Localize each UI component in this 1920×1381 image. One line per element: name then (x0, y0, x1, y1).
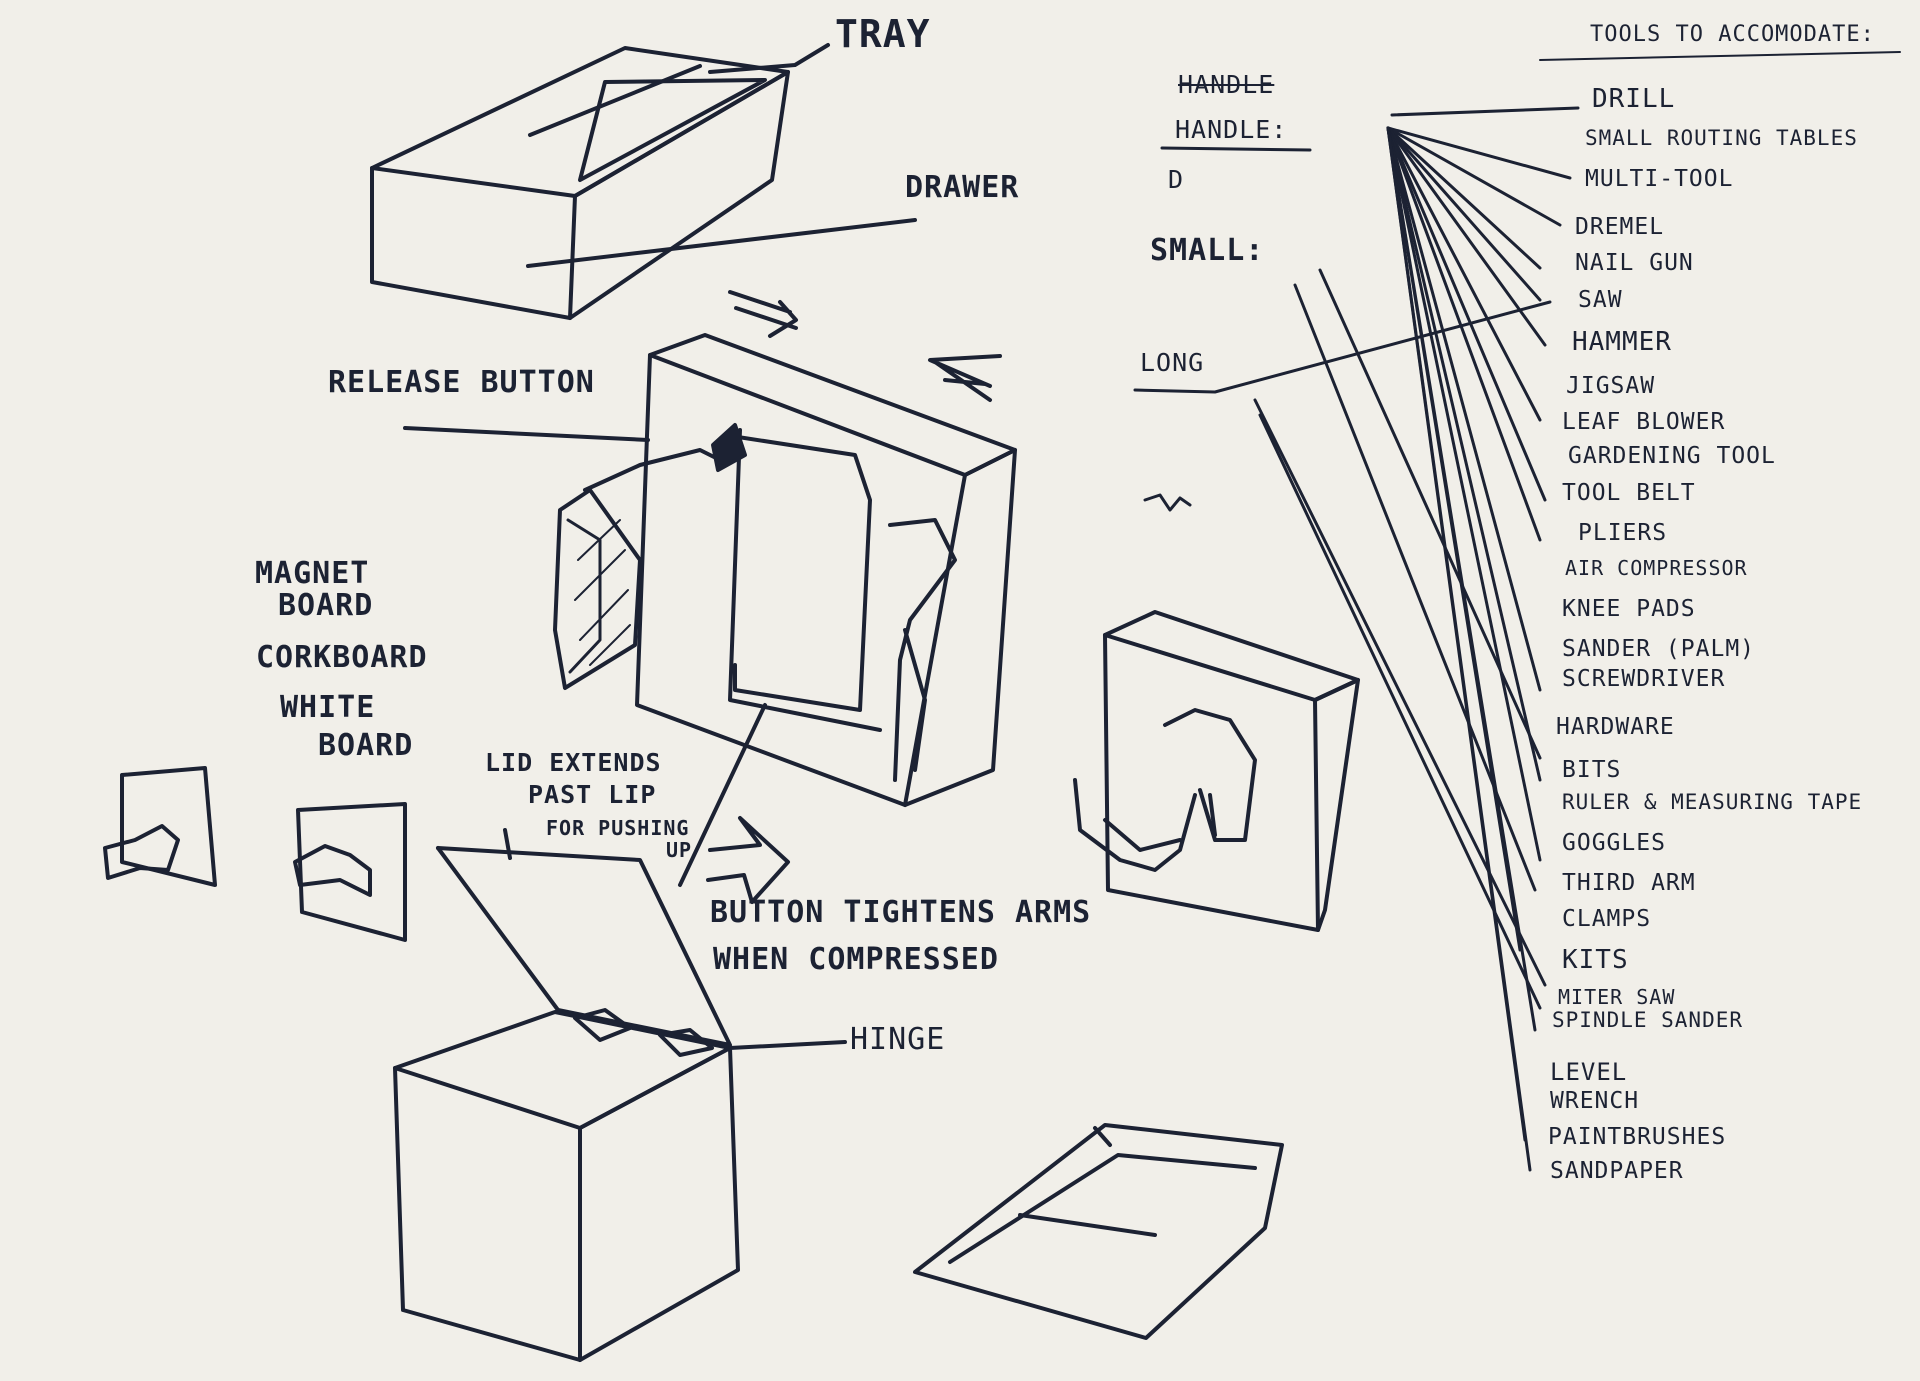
tool-item: GOGGLES (1562, 830, 1666, 856)
hook-sketch-2 (293, 802, 407, 942)
scribble-mark (1143, 493, 1192, 512)
tool-item: WRENCH (1550, 1088, 1640, 1114)
white-board-label-2: BOARD (318, 728, 414, 763)
tool-item: RULER & MEASURING TAPE (1562, 790, 1863, 814)
magnet-board-label-2: BOARD (278, 588, 374, 623)
tool-item: SMALL ROUTING TABLES (1585, 126, 1858, 150)
tray-label: TRAY (835, 12, 931, 56)
lid-note-line-4: UP (666, 838, 693, 862)
box-with-lid-sketch (393, 828, 847, 1362)
corkboard-label: CORKBOARD (256, 640, 428, 675)
button-note-line-1: BUTTON TIGHTENS ARMS (710, 895, 1092, 930)
tray-drawer-sketch (370, 43, 917, 320)
lid-note-line-1: LID EXTENDS (485, 748, 662, 777)
tool-item: SANDPAPER (1550, 1158, 1684, 1184)
tool-item: MULTI-TOOL (1585, 166, 1734, 192)
drawer-label: DRAWER (905, 170, 1020, 205)
handle-label: HANDLE: (1175, 115, 1288, 144)
flat-tray-sketch (913, 1123, 1284, 1340)
small-label: SMALL: (1150, 233, 1265, 268)
tool-item: KITS (1562, 945, 1629, 975)
magnet-board-label: MAGNET (255, 556, 370, 591)
tool-item: SAW (1578, 287, 1623, 313)
tool-item: PLIERS (1578, 520, 1668, 546)
lid-note-line-2: PAST LIP (528, 780, 657, 809)
long-label: LONG (1140, 348, 1205, 377)
wall-mount-sketch (403, 333, 1017, 887)
tool-item: HAMMER (1572, 327, 1672, 357)
tool-item: JIGSAW (1566, 373, 1656, 399)
release-button-label: RELEASE BUTTON (328, 365, 595, 400)
tool-item: DREMEL (1575, 214, 1665, 240)
tool-item: TOOL BELT (1562, 480, 1696, 506)
button-note-line-2: WHEN COMPRESSED (713, 942, 999, 977)
tool-item: MITER SAW (1558, 985, 1676, 1009)
white-board-label: WHITE (280, 690, 376, 725)
tool-item: HARDWARE (1556, 714, 1675, 740)
tool-item: SCREWDRIVER (1562, 666, 1726, 692)
tools-header: TOOLS TO ACCOMODATE: (1590, 22, 1875, 47)
direction-arrows (706, 290, 1002, 904)
tool-connector-lines (1253, 106, 1580, 1172)
lid-note-line-3: FOR PUSHING (546, 816, 690, 840)
tool-item: SANDER (PALM) (1562, 636, 1756, 662)
handle-crossed-label: HANDLE (1178, 70, 1275, 99)
tool-item: DRILL (1592, 84, 1676, 114)
tool-item: BITS (1562, 757, 1622, 783)
tool-item: AIR COMPRESSOR (1565, 556, 1748, 580)
tool-item: NAIL GUN (1575, 250, 1694, 276)
hinge-label: HINGE (850, 1022, 946, 1057)
tool-item: SPINDLE SANDER (1552, 1008, 1744, 1032)
tool-item: CLAMPS (1562, 906, 1652, 932)
tool-item: PAINTBRUSHES (1548, 1124, 1727, 1150)
d-mark: D (1168, 165, 1185, 194)
tool-item: LEVEL (1550, 1058, 1628, 1086)
tool-item: KNEE PADS (1562, 596, 1696, 622)
tool-item: LEAF BLOWER (1562, 409, 1726, 435)
tool-item: THIRD ARM (1562, 870, 1696, 896)
long-connector (1133, 300, 1552, 394)
tool-item: GARDENING TOOL (1568, 443, 1776, 469)
hook-plate-sketch (1073, 610, 1360, 932)
hook-sketch-1 (103, 766, 217, 887)
